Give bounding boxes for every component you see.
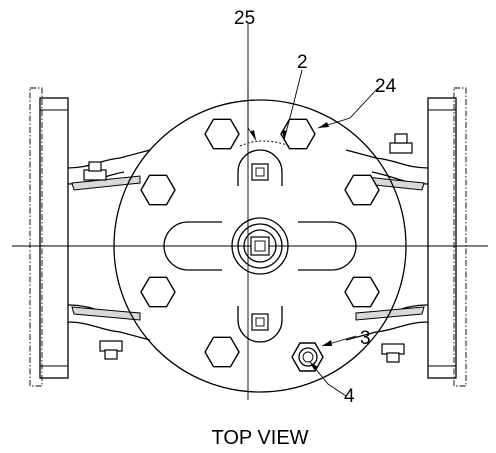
cover-bolt-6 [344,276,380,308]
center-stem [231,217,289,275]
cover-disc [113,99,407,393]
vent-plug [291,342,324,372]
left-flange [29,87,69,387]
callout-4: 4 [344,386,355,407]
cover-slots [160,221,357,271]
top-lifting-lug [237,140,291,186]
cover-bolt-2 [280,118,316,150]
view-caption: TOP VIEW [211,427,308,449]
callout-3: 3 [360,328,371,349]
bottom-lifting-lug [237,306,283,343]
cover-bolt-1 [204,118,240,150]
callout-24: 24 [375,76,397,97]
cover-bolt-3 [140,174,176,206]
cover-bolt-4 [344,174,380,206]
center-lines [12,82,488,400]
callout-25: 25 [234,8,255,29]
cover-bolt-7 [204,336,240,368]
right-flange [427,87,467,387]
callout-2: 2 [297,52,308,73]
leader-lines [247,24,379,397]
cover-bolts [140,118,380,368]
cover-bolt-5 [140,276,176,308]
